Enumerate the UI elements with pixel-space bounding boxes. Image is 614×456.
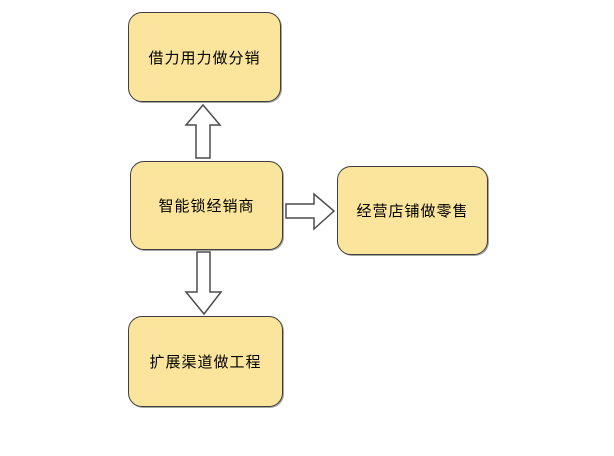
- node-label: 扩展渠道做工程: [149, 353, 262, 371]
- node-engineering: 扩展渠道做工程: [128, 316, 283, 407]
- node-label: 借力用力做分销: [148, 48, 261, 67]
- node-label: 智能锁经销商: [158, 197, 255, 215]
- node-smart-lock-dealer: 智能锁经销商: [130, 161, 283, 250]
- node-label: 经营店铺做零售: [356, 202, 469, 220]
- arrow-up-icon: [184, 103, 222, 159]
- node-retail: 经营店铺做零售: [337, 166, 488, 255]
- arrow-right-icon: [285, 192, 336, 231]
- arrow-down-icon: [184, 251, 223, 316]
- node-distribution: 借力用力做分销: [128, 12, 281, 102]
